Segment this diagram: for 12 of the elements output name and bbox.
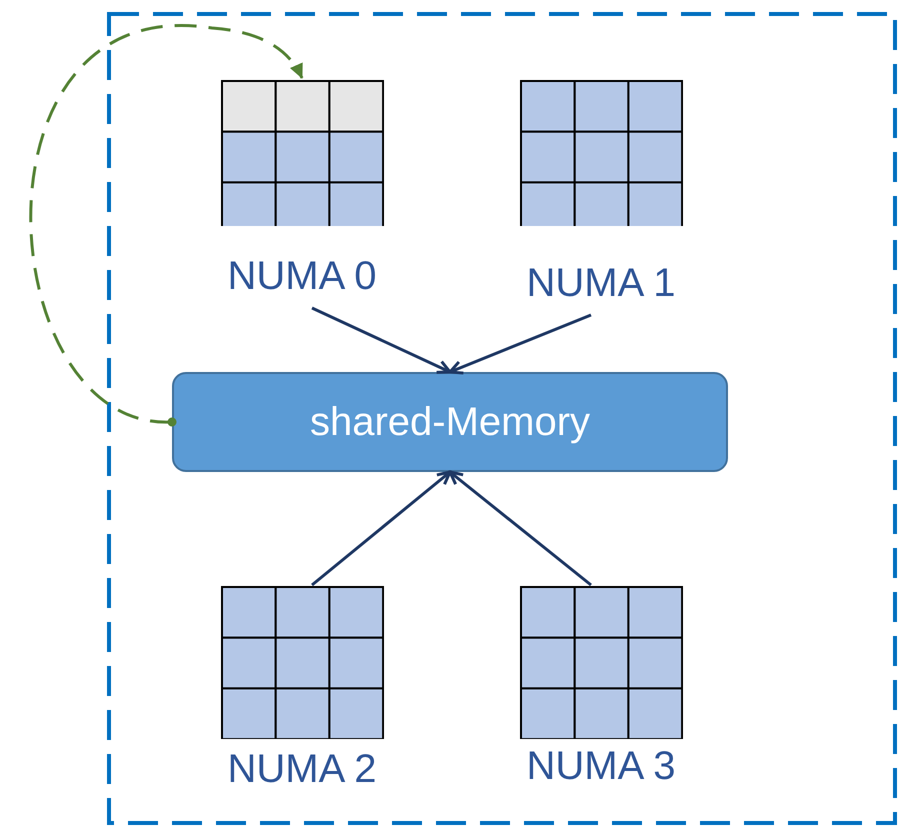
numa-label: NUMA 1: [526, 261, 676, 305]
arrow: [311, 306, 452, 374]
numa-label: NUMA 0: [228, 254, 376, 298]
dashed-arrow: [30, 26, 304, 426]
numa-label: NUMA 3: [526, 744, 676, 788]
memory-label: shared-Memory: [310, 400, 590, 444]
arrow: [311, 470, 452, 586]
memory-box: [172, 372, 728, 472]
arrow: [448, 314, 592, 375]
arrow: [448, 470, 592, 586]
dashed-frame: [107, 12, 897, 825]
numa-label: NUMA 2: [228, 747, 376, 791]
